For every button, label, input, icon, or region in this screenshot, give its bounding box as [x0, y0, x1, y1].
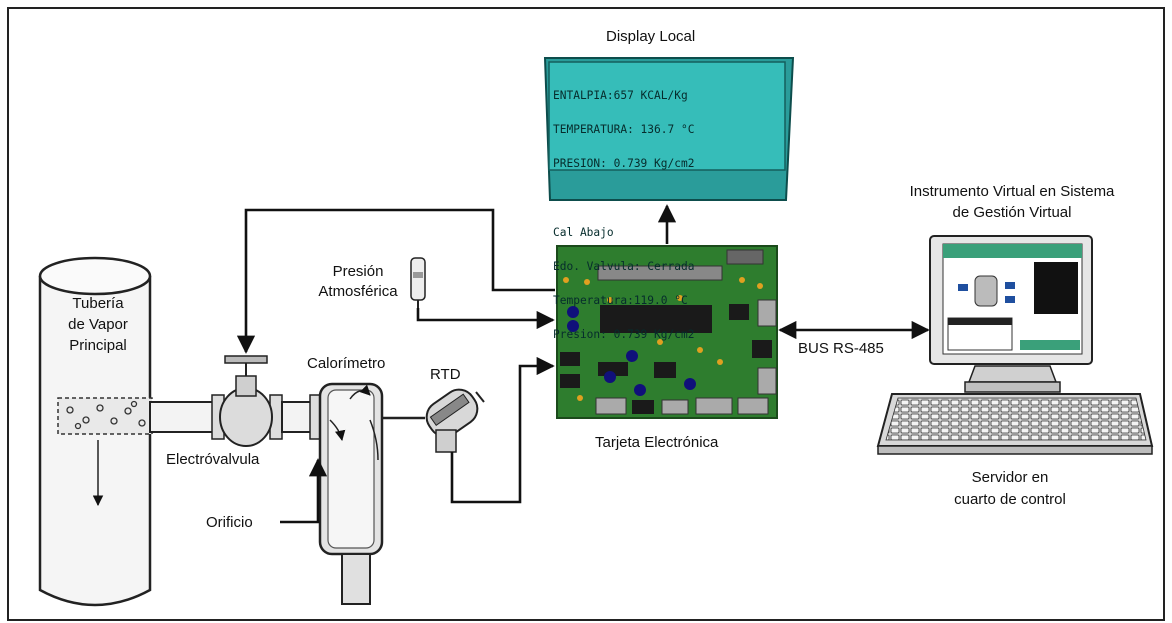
- display-label: Display Local: [606, 28, 696, 45]
- signal-lines: [236, 204, 930, 524]
- calorimeter-label: Calorímetro: [307, 355, 386, 372]
- virtual-label-line: Instrumento Virtual en Sistema: [909, 183, 1115, 200]
- pressure-label: Presión Atmosférica: [310, 262, 406, 302]
- valve-label: Electróvalvula: [166, 451, 260, 468]
- lcd-line: Cal Abajo: [553, 225, 614, 239]
- pressure-sensor: [410, 257, 426, 308]
- lcd-line: Presion: 0.739 Kg/cm2: [553, 328, 695, 342]
- server-label: Servidor en cuarto de control: [930, 467, 1090, 511]
- lcd-text: ENTALPIA:657 KCAL/Kg TEMPERATURA: 136.7 …: [553, 67, 785, 352]
- rtd-label: RTD: [430, 366, 461, 383]
- electronic-board: [556, 245, 778, 419]
- server-label-line: Servidor en: [971, 469, 1049, 486]
- solenoid-valve: [219, 355, 273, 447]
- pipe-label: Tubería de Vapor Principal: [58, 293, 138, 356]
- lcd-line: Temperatura:119.0 °C: [553, 294, 688, 308]
- main-steam-pipe: [38, 256, 153, 607]
- server-monitor: [929, 235, 1093, 393]
- virtual-instrument-label: Instrumento Virtual en Sistema de Gestió…: [864, 181, 1160, 223]
- pipe-label-line: de Vapor: [68, 316, 128, 333]
- orifice-label: Orificio: [206, 514, 253, 531]
- pipe-label-line: Tubería: [72, 295, 124, 312]
- figure-frame: [7, 7, 1165, 621]
- rtd-sensor: [425, 388, 485, 453]
- pressure-label-line: Presión: [332, 263, 384, 280]
- virtual-label-line: de Gestión Virtual: [952, 204, 1072, 221]
- pipe-label-line: Principal: [69, 337, 127, 354]
- board-label: Tarjeta Electrónica: [595, 434, 719, 451]
- local-display: [543, 57, 795, 201]
- lcd-line: [553, 192, 785, 203]
- keyboard: [876, 393, 1154, 455]
- lcd-line: ENTALPIA:657 KCAL/Kg: [553, 88, 688, 102]
- lcd-line: TEMPERATURA: 136.7 °C: [553, 123, 695, 137]
- bus-label: BUS RS-485: [798, 340, 884, 357]
- lcd-line: PRESION: 0.739 Kg/cm2: [553, 157, 695, 171]
- server-label-line: cuarto de control: [954, 491, 1066, 508]
- lcd-line: Edo. Valvula: Cerrada: [553, 259, 695, 273]
- calorimeter: [318, 382, 425, 605]
- pressure-label-line: Atmosférica: [318, 283, 398, 300]
